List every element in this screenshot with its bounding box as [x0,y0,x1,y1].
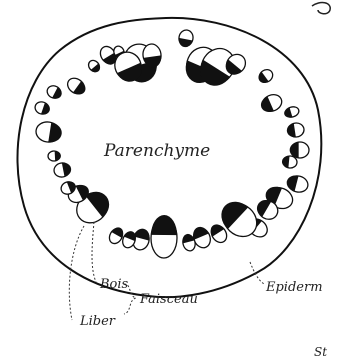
bois-label: Bois [99,277,129,292]
footer-text-fragment: St [314,345,327,359]
epidermis-label: Epiderm [265,280,323,295]
parenchyme-label: Parenchyme [103,141,210,161]
faisceau-label: Faisceau [139,292,198,307]
vascular-bundle [290,142,309,158]
top-edge-glyph-fragment [312,3,330,14]
liber-label: Liber [79,314,116,329]
vascular-bundle [151,215,177,258]
